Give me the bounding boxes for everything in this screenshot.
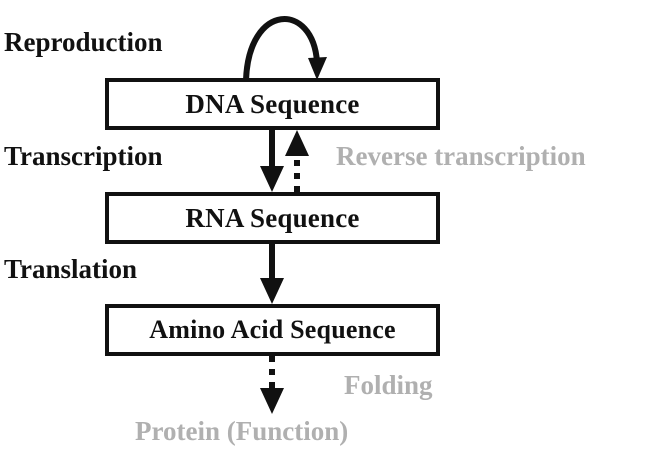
process-label-translation: Translation (4, 254, 138, 284)
process-label-reproduction: Reproduction (4, 27, 163, 57)
node-box-rna[interactable]: RNA Sequence (105, 192, 440, 244)
process-label-folding: Folding (344, 370, 433, 400)
edge-translation (260, 244, 284, 304)
edge-reproduction-loop (243, 16, 327, 81)
process-label-transcription: Transcription (4, 141, 163, 171)
node-box-dna[interactable]: DNA Sequence (105, 78, 440, 130)
edge-transcription (260, 130, 284, 192)
node-label-dna: DNA Sequence (185, 88, 360, 119)
edge-reverse-transcription (285, 130, 309, 192)
process-label-reverse-transcription: Reverse transcription (336, 141, 586, 171)
edge-folding (260, 356, 284, 414)
node-box-amino[interactable]: Amino Acid Sequence (105, 304, 440, 356)
node-label-amino-acid: Amino Acid Sequence (149, 315, 396, 344)
node-label-protein-function: Protein (Function) (135, 416, 349, 446)
node-label-rna: RNA Sequence (185, 202, 360, 233)
